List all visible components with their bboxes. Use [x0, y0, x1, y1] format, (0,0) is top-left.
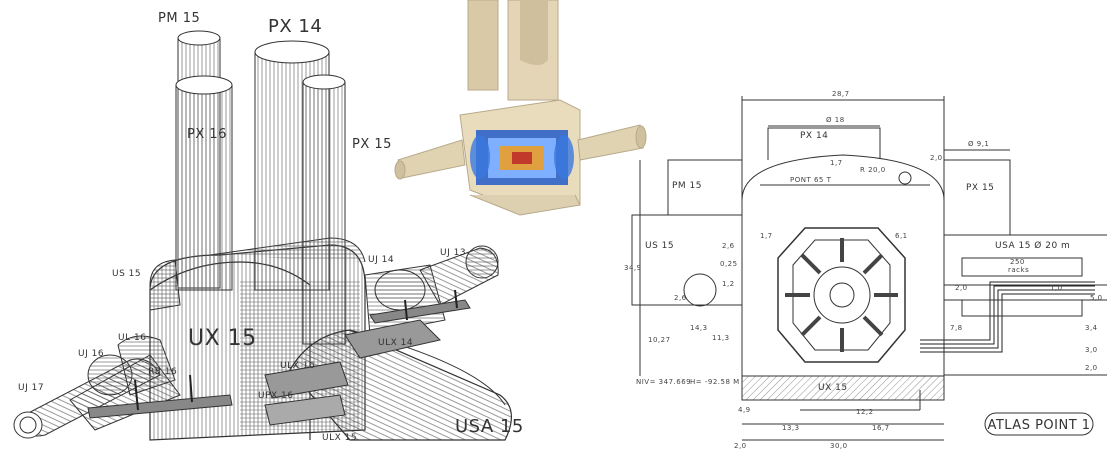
dim-1-7a: 1,7	[830, 159, 843, 167]
dim-4-9: 4,9	[738, 406, 751, 414]
label-px14: PX 14	[268, 16, 322, 37]
shaft-px16	[175, 75, 233, 291]
section-label-usa15: USA 15 Ø 20 m	[995, 240, 1070, 251]
section-label-pont: PONT 65 T	[790, 176, 832, 184]
walkway-rb16	[87, 374, 233, 419]
section-label-px14: PX 14	[800, 131, 828, 141]
dim-width-top: 28,7	[832, 90, 850, 98]
cavern-us15	[149, 259, 181, 311]
section-label-pm15: PM 15	[672, 181, 702, 191]
section-label-racks: racks	[1008, 266, 1029, 274]
dim-radius: R 20,0	[860, 166, 886, 174]
dim-2-0c: 2,0	[1085, 364, 1098, 372]
dim-1-0: 1,0	[1050, 284, 1063, 292]
dim-2-6v: 2,6	[674, 294, 687, 302]
cross-section	[631, 96, 1107, 441]
label-uj16: UJ 16	[78, 349, 104, 359]
isometric-diagram: PM 15 PX 14 PX 16 PX 15 US 15 UJ 14 UJ 1…	[13, 11, 524, 443]
dim-1-7b: 1,7	[760, 232, 773, 240]
section-label-h: H= -92.58 M	[690, 378, 740, 386]
label-rb16: RB 16	[148, 367, 177, 377]
dim-3-0: 3,0	[1085, 346, 1098, 354]
label-ulx15: ULX 15	[322, 433, 357, 443]
label-px15: PX 15	[352, 137, 392, 152]
label-ulx14: ULX 14	[378, 338, 413, 348]
dim-3-4: 3,4	[1085, 324, 1098, 332]
label-us15: US 15	[112, 269, 141, 279]
dim-shaft-px15: Ø 9,1	[968, 140, 989, 148]
dim-2-0d: 2,0	[734, 442, 747, 450]
walkway-right	[369, 289, 471, 324]
label-uj14: UJ 14	[368, 255, 394, 265]
label-uj13: UJ 13	[440, 248, 466, 258]
dim-6-1: 6,1	[895, 232, 908, 240]
gallery-ulx14	[344, 319, 441, 359]
label-ux15: UX 15	[188, 326, 257, 351]
dim-14-3: 14,3	[690, 324, 708, 332]
dim-5-0: 5,0	[1090, 294, 1103, 302]
label-px16: PX 16	[187, 127, 227, 142]
dim-16-7: 16,7	[872, 424, 890, 432]
shaft-px15	[302, 74, 346, 345]
section-label-ux15: UX 15	[818, 383, 848, 393]
dim-34-9: 34,9	[624, 264, 642, 272]
dim-11-3: 11,3	[712, 334, 730, 342]
atlas-point-badge: ATLAS POINT 1	[984, 412, 1094, 436]
tunnel-uj13	[419, 245, 499, 306]
section-label-px15: PX 15	[966, 183, 994, 193]
label-ulx16: ULX 16	[280, 361, 315, 371]
dim-0-25: 0,25	[720, 260, 738, 268]
label-uj17: UJ 17	[18, 383, 44, 393]
render-inset	[394, 0, 647, 216]
section-label-us15: US 15	[645, 241, 674, 251]
dim-12-2: 12,2	[856, 408, 874, 416]
section-label-niv: NIV= 347.669	[636, 378, 691, 386]
dim-1-2: 1,2	[722, 280, 735, 288]
dim-7-8: 7,8	[950, 324, 963, 332]
gallery-upx16	[264, 394, 346, 426]
label-usa15: USA 15	[455, 416, 524, 437]
label-upx16: UPX 16	[258, 391, 294, 401]
dim-shaft-px14: Ø 18	[826, 116, 845, 124]
cross-section-labels: PX 14 PM 15 PX 15 US 15 USA 15 Ø 20 m 25…	[624, 90, 1103, 450]
gallery-ulx16	[264, 361, 349, 399]
badge-text: ATLAS POINT 1	[987, 418, 1090, 433]
label-ul16: UL 16	[118, 333, 146, 343]
dim-2-0a: 2,0	[930, 154, 943, 162]
dim-2-6: 2,6	[722, 242, 735, 250]
dim-13-3: 13,3	[782, 424, 800, 432]
label-pm15: PM 15	[158, 11, 200, 26]
section-label-racks-count: 250	[1010, 258, 1025, 266]
dim-30-0: 30,0	[830, 442, 848, 450]
dim-10-27: 10,27	[648, 336, 671, 344]
dim-2-0b: 2,0	[955, 284, 968, 292]
